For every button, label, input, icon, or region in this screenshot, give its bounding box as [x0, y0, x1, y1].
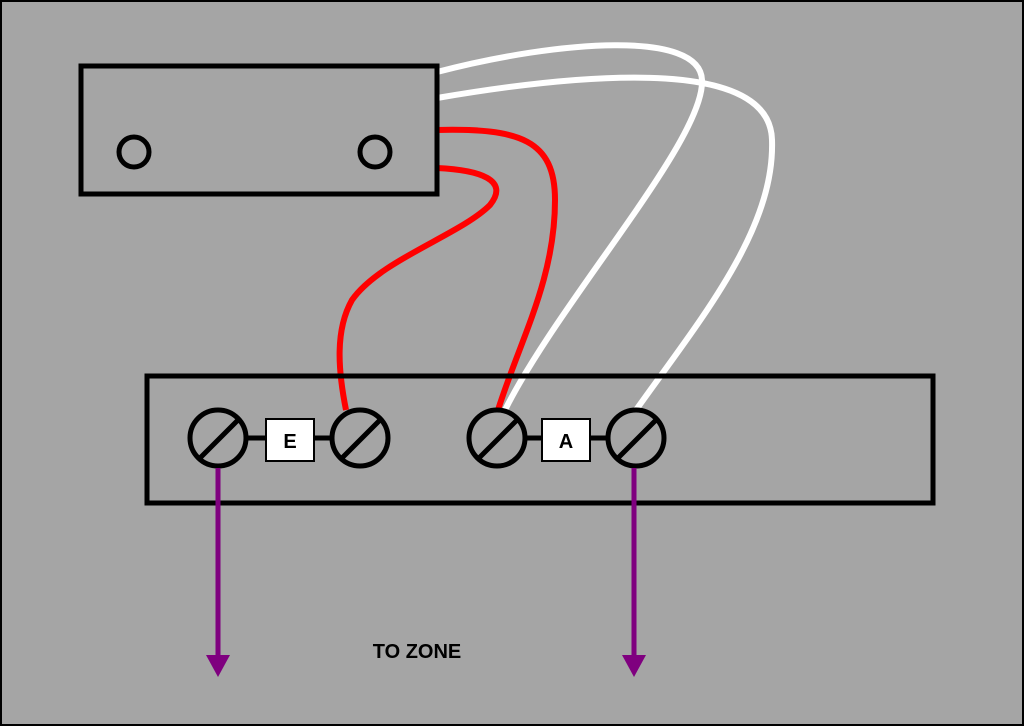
resistor-a-label: A — [559, 431, 573, 453]
red-wire-2 — [336, 165, 500, 411]
screw-terminal-4 — [605, 407, 667, 469]
terminal-strip — [144, 373, 936, 506]
screw-terminal-3 — [466, 407, 528, 469]
contact-body — [78, 63, 440, 197]
to-zone-caption: TO ZONE — [373, 641, 462, 663]
arrow-head-icon — [206, 655, 230, 677]
resistor-e-label: E — [283, 431, 296, 453]
red-wire-1 — [436, 126, 559, 411]
resistor-a: A — [541, 418, 591, 462]
arrow-head-icon — [622, 655, 646, 677]
screw-terminal-2 — [329, 407, 391, 469]
magnetic-contact — [78, 63, 440, 197]
resistor-e: E — [265, 418, 315, 462]
zone-arrow-left — [206, 468, 230, 677]
mounting-hole-right — [357, 134, 393, 170]
mounting-hole-left — [116, 134, 152, 170]
screw-terminal-1 — [187, 407, 249, 469]
zone-arrow-right — [622, 468, 646, 677]
white-wire-2 — [436, 74, 776, 412]
